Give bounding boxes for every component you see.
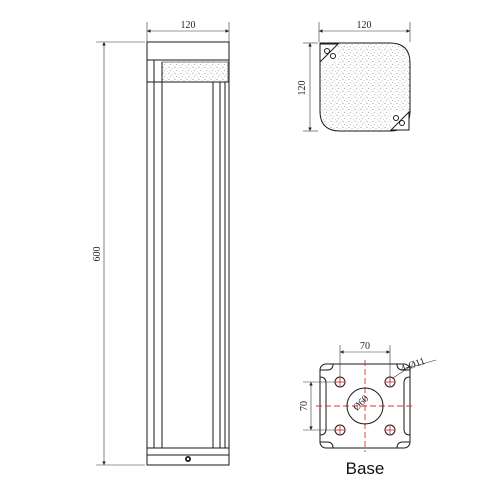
lamp-body	[146, 41, 230, 466]
mount-hole-dimension: 4-Ø11	[399, 356, 426, 375]
base-hole-spacing-x: 70	[360, 341, 370, 352]
front-width-dimension: 120	[181, 20, 196, 31]
top-view: 120 120	[297, 20, 411, 132]
center-hole-dimension: Ø60	[351, 393, 371, 413]
corner-bracket-top-left	[319, 43, 340, 64]
front-height-dimension: 600	[92, 247, 103, 262]
front-view: 120 600	[92, 20, 230, 466]
diffuser-band	[161, 61, 229, 83]
base-caption: Base	[346, 459, 385, 478]
center-hole	[346, 387, 384, 425]
base-hole-spacing-y: 70	[299, 401, 310, 411]
top-height-dimension: 120	[297, 81, 308, 96]
corner-bracket-bottom-right	[389, 110, 410, 131]
top-width-dimension: 120	[357, 20, 372, 31]
base-view: 70 70 Ø60 4-Ø11 Base	[299, 341, 437, 478]
